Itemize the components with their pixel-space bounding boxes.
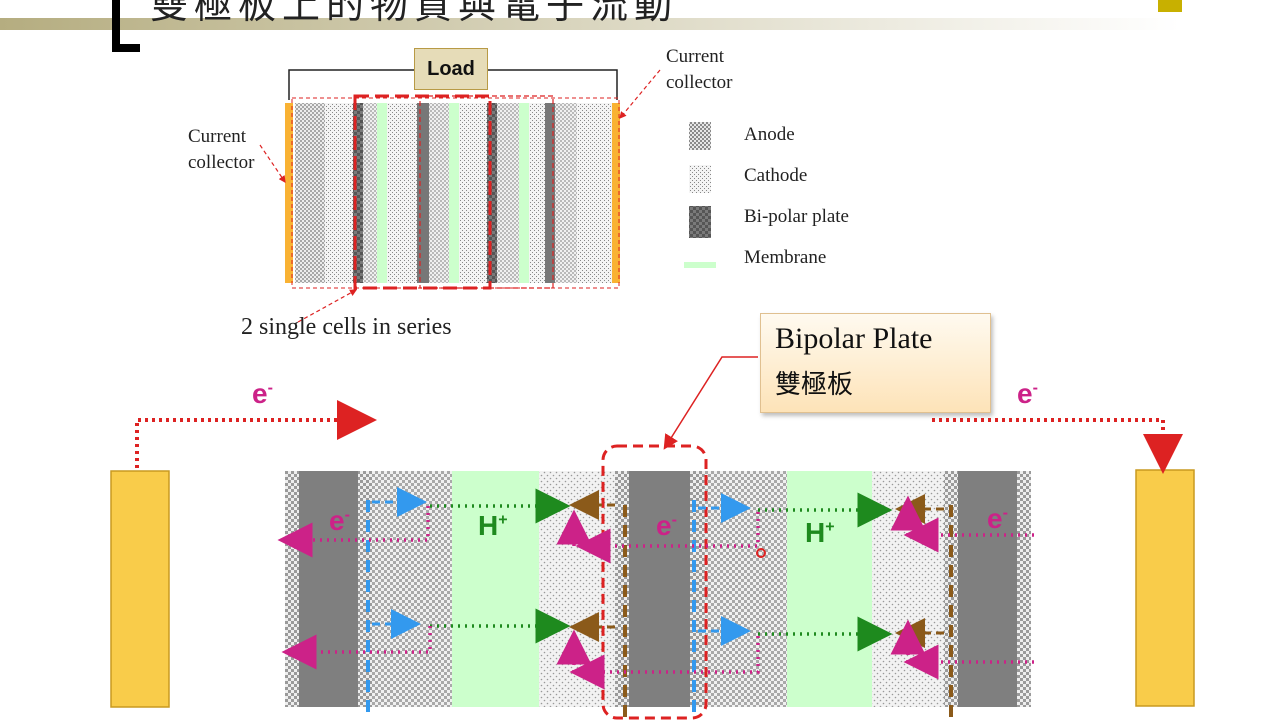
anode-layer-1 [372,471,452,707]
membrane-2 [787,471,872,707]
title-rule [0,18,1180,30]
electron-label-bipolar: e- [656,510,677,541]
collector-right-line2: collector [666,72,733,93]
bipolar-plate [629,471,690,707]
stack-current-collector-right [612,103,620,283]
callout-subtitle: 雙極板 [775,370,854,400]
electron-label-right: e- [1017,378,1038,409]
bipolar-plate-highlight [601,444,708,720]
stack-current-collector-left [285,103,293,283]
collector-right-line1: Current [666,46,725,67]
load-label: Load [414,48,488,90]
legend-bipolar-label: Bi-polar plate [744,206,849,227]
pointer-dot-icon [756,548,766,558]
title-corner-mark [1158,0,1182,12]
slide-title: 雙極板上的物質與電子流動 [150,0,679,27]
title-decoration [0,0,1182,52]
electron-label-cell2: e- [987,503,1008,534]
current-collector-left-plate [110,470,170,708]
proton-label-1: H+ [478,510,508,541]
membrane-swatch [684,262,716,268]
legend-membrane-label: Membrane [744,247,827,268]
current-collector-left-label: Current collector [188,124,254,176]
electron-label-cell1: e- [329,505,350,536]
current-collector-right-plate [1135,469,1195,707]
collector-left-line1: Current [188,126,247,147]
title-bracket [112,0,120,52]
legend-cathode-label: Cathode [744,165,808,186]
external-circuit-left [135,400,377,468]
cathode-swatch [689,165,711,193]
bipolar-plate-swatch [689,206,711,238]
bipolar-plate-callout: Bipolar Plate 雙極板 [760,313,991,413]
external-circuit-right [932,418,1183,474]
anode-swatch [689,122,711,150]
callout-title: Bipolar Plate [775,322,933,355]
series-caption: 2 single cells in series [241,314,452,340]
title-bracket-foot [112,44,140,52]
end-plate-right [958,471,1017,707]
collector-left-line2: collector [188,152,255,173]
current-collector-right-label: Current collector [666,44,732,96]
membrane-1 [452,471,539,707]
single-cell-outline-2 [419,95,554,289]
legend-anode-label: Anode [744,124,795,145]
proton-label-2: H+ [805,517,835,548]
electron-label-left: e- [252,378,273,409]
